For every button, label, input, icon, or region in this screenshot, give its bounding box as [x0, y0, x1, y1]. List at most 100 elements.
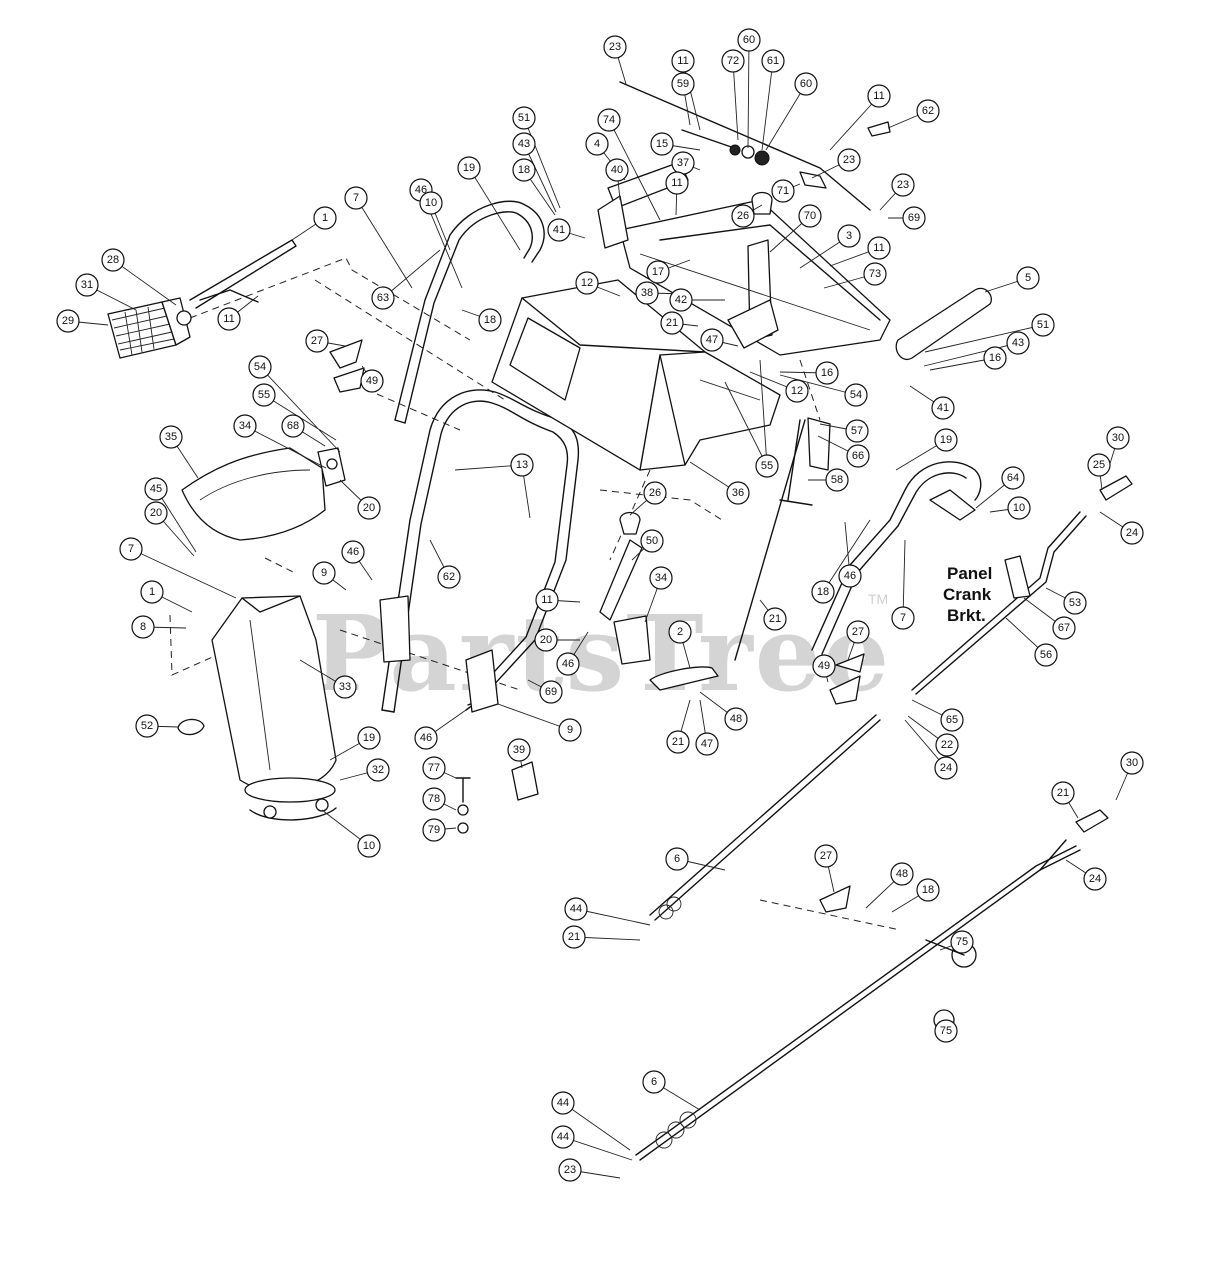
part-callout-9[interactable]: 9: [558, 718, 582, 742]
part-callout-52[interactable]: 52: [135, 714, 159, 738]
part-callout-49[interactable]: 49: [812, 654, 836, 678]
part-callout-29[interactable]: 29: [56, 309, 80, 333]
part-callout-62[interactable]: 62: [437, 565, 461, 589]
part-callout-10[interactable]: 10: [419, 191, 443, 215]
part-callout-4[interactable]: 4: [585, 132, 609, 156]
part-callout-60[interactable]: 60: [737, 28, 761, 52]
part-callout-46[interactable]: 46: [556, 652, 580, 676]
part-callout-22[interactable]: 22: [935, 733, 959, 757]
part-callout-44[interactable]: 44: [551, 1125, 575, 1149]
part-callout-27[interactable]: 27: [846, 620, 870, 644]
part-callout-45[interactable]: 45: [144, 477, 168, 501]
part-callout-21[interactable]: 21: [562, 925, 586, 949]
part-callout-46[interactable]: 46: [838, 564, 862, 588]
part-callout-44[interactable]: 44: [551, 1091, 575, 1115]
part-callout-10[interactable]: 10: [1007, 496, 1031, 520]
part-callout-39[interactable]: 39: [507, 738, 531, 762]
part-callout-5[interactable]: 5: [1016, 266, 1040, 290]
part-callout-15[interactable]: 15: [650, 132, 674, 156]
part-callout-64[interactable]: 64: [1001, 466, 1025, 490]
part-callout-34[interactable]: 34: [649, 566, 673, 590]
part-callout-61[interactable]: 61: [761, 49, 785, 73]
part-callout-19[interactable]: 19: [357, 726, 381, 750]
part-callout-16[interactable]: 16: [815, 361, 839, 385]
part-callout-24[interactable]: 24: [1120, 521, 1144, 545]
part-callout-21[interactable]: 21: [763, 607, 787, 631]
part-callout-66[interactable]: 66: [846, 444, 870, 468]
part-callout-49[interactable]: 49: [360, 369, 384, 393]
part-callout-30[interactable]: 30: [1120, 751, 1144, 775]
part-callout-74[interactable]: 74: [597, 108, 621, 132]
part-callout-60[interactable]: 60: [794, 72, 818, 96]
part-callout-69[interactable]: 69: [539, 680, 563, 704]
part-callout-18[interactable]: 18: [916, 878, 940, 902]
part-callout-48[interactable]: 48: [890, 862, 914, 886]
part-callout-23[interactable]: 23: [603, 35, 627, 59]
part-callout-7[interactable]: 7: [891, 606, 915, 630]
part-callout-11[interactable]: 11: [867, 84, 891, 108]
part-callout-23[interactable]: 23: [891, 173, 915, 197]
part-callout-55[interactable]: 55: [252, 383, 276, 407]
part-callout-28[interactable]: 28: [101, 248, 125, 272]
part-callout-54[interactable]: 54: [248, 355, 272, 379]
part-callout-32[interactable]: 32: [366, 758, 390, 782]
part-callout-47[interactable]: 47: [695, 732, 719, 756]
part-callout-51[interactable]: 51: [512, 106, 536, 130]
part-callout-58[interactable]: 58: [825, 468, 849, 492]
part-callout-69[interactable]: 69: [902, 206, 926, 230]
part-callout-1[interactable]: 1: [313, 206, 337, 230]
part-callout-12[interactable]: 12: [785, 379, 809, 403]
part-callout-54[interactable]: 54: [844, 383, 868, 407]
part-callout-27[interactable]: 27: [305, 329, 329, 353]
part-callout-25[interactable]: 25: [1087, 453, 1111, 477]
part-callout-11[interactable]: 11: [665, 171, 689, 195]
part-callout-79[interactable]: 79: [422, 818, 446, 842]
part-callout-8[interactable]: 8: [131, 615, 155, 639]
part-callout-6[interactable]: 6: [642, 1070, 666, 1094]
part-callout-68[interactable]: 68: [281, 414, 305, 438]
part-callout-71[interactable]: 71: [771, 179, 795, 203]
part-callout-23[interactable]: 23: [558, 1158, 582, 1182]
part-callout-44[interactable]: 44: [564, 897, 588, 921]
part-callout-2[interactable]: 2: [668, 620, 692, 644]
part-callout-57[interactable]: 57: [845, 419, 869, 443]
part-callout-31[interactable]: 31: [75, 273, 99, 297]
part-callout-63[interactable]: 63: [371, 286, 395, 310]
part-callout-50[interactable]: 50: [640, 529, 664, 553]
part-callout-41[interactable]: 41: [547, 218, 571, 242]
part-callout-36[interactable]: 36: [726, 481, 750, 505]
part-callout-17[interactable]: 17: [646, 260, 670, 284]
part-callout-75[interactable]: 75: [950, 930, 974, 954]
part-callout-12[interactable]: 12: [575, 271, 599, 295]
part-callout-59[interactable]: 59: [671, 72, 695, 96]
part-callout-53[interactable]: 53: [1063, 591, 1087, 615]
part-callout-41[interactable]: 41: [931, 396, 955, 420]
part-callout-3[interactable]: 3: [837, 224, 861, 248]
part-callout-10[interactable]: 10: [357, 834, 381, 858]
part-callout-26[interactable]: 26: [643, 481, 667, 505]
part-callout-34[interactable]: 34: [233, 414, 257, 438]
part-callout-35[interactable]: 35: [159, 425, 183, 449]
part-callout-6[interactable]: 6: [665, 847, 689, 871]
part-callout-62[interactable]: 62: [916, 99, 940, 123]
part-callout-13[interactable]: 13: [510, 453, 534, 477]
part-callout-43[interactable]: 43: [512, 132, 536, 156]
part-callout-55[interactable]: 55: [755, 454, 779, 478]
part-callout-27[interactable]: 27: [814, 844, 838, 868]
part-callout-18[interactable]: 18: [811, 580, 835, 604]
part-callout-42[interactable]: 42: [669, 288, 693, 312]
part-callout-19[interactable]: 19: [457, 156, 481, 180]
part-callout-24[interactable]: 24: [1083, 867, 1107, 891]
part-callout-24[interactable]: 24: [934, 756, 958, 780]
part-callout-7[interactable]: 7: [119, 537, 143, 561]
part-callout-67[interactable]: 67: [1052, 616, 1076, 640]
part-callout-18[interactable]: 18: [512, 158, 536, 182]
part-callout-21[interactable]: 21: [1051, 781, 1075, 805]
part-callout-38[interactable]: 38: [635, 281, 659, 305]
part-callout-11[interactable]: 11: [867, 236, 891, 260]
part-callout-70[interactable]: 70: [798, 204, 822, 228]
part-callout-21[interactable]: 21: [660, 311, 684, 335]
part-callout-21[interactable]: 21: [666, 730, 690, 754]
part-callout-19[interactable]: 19: [934, 428, 958, 452]
part-callout-30[interactable]: 30: [1106, 426, 1130, 450]
